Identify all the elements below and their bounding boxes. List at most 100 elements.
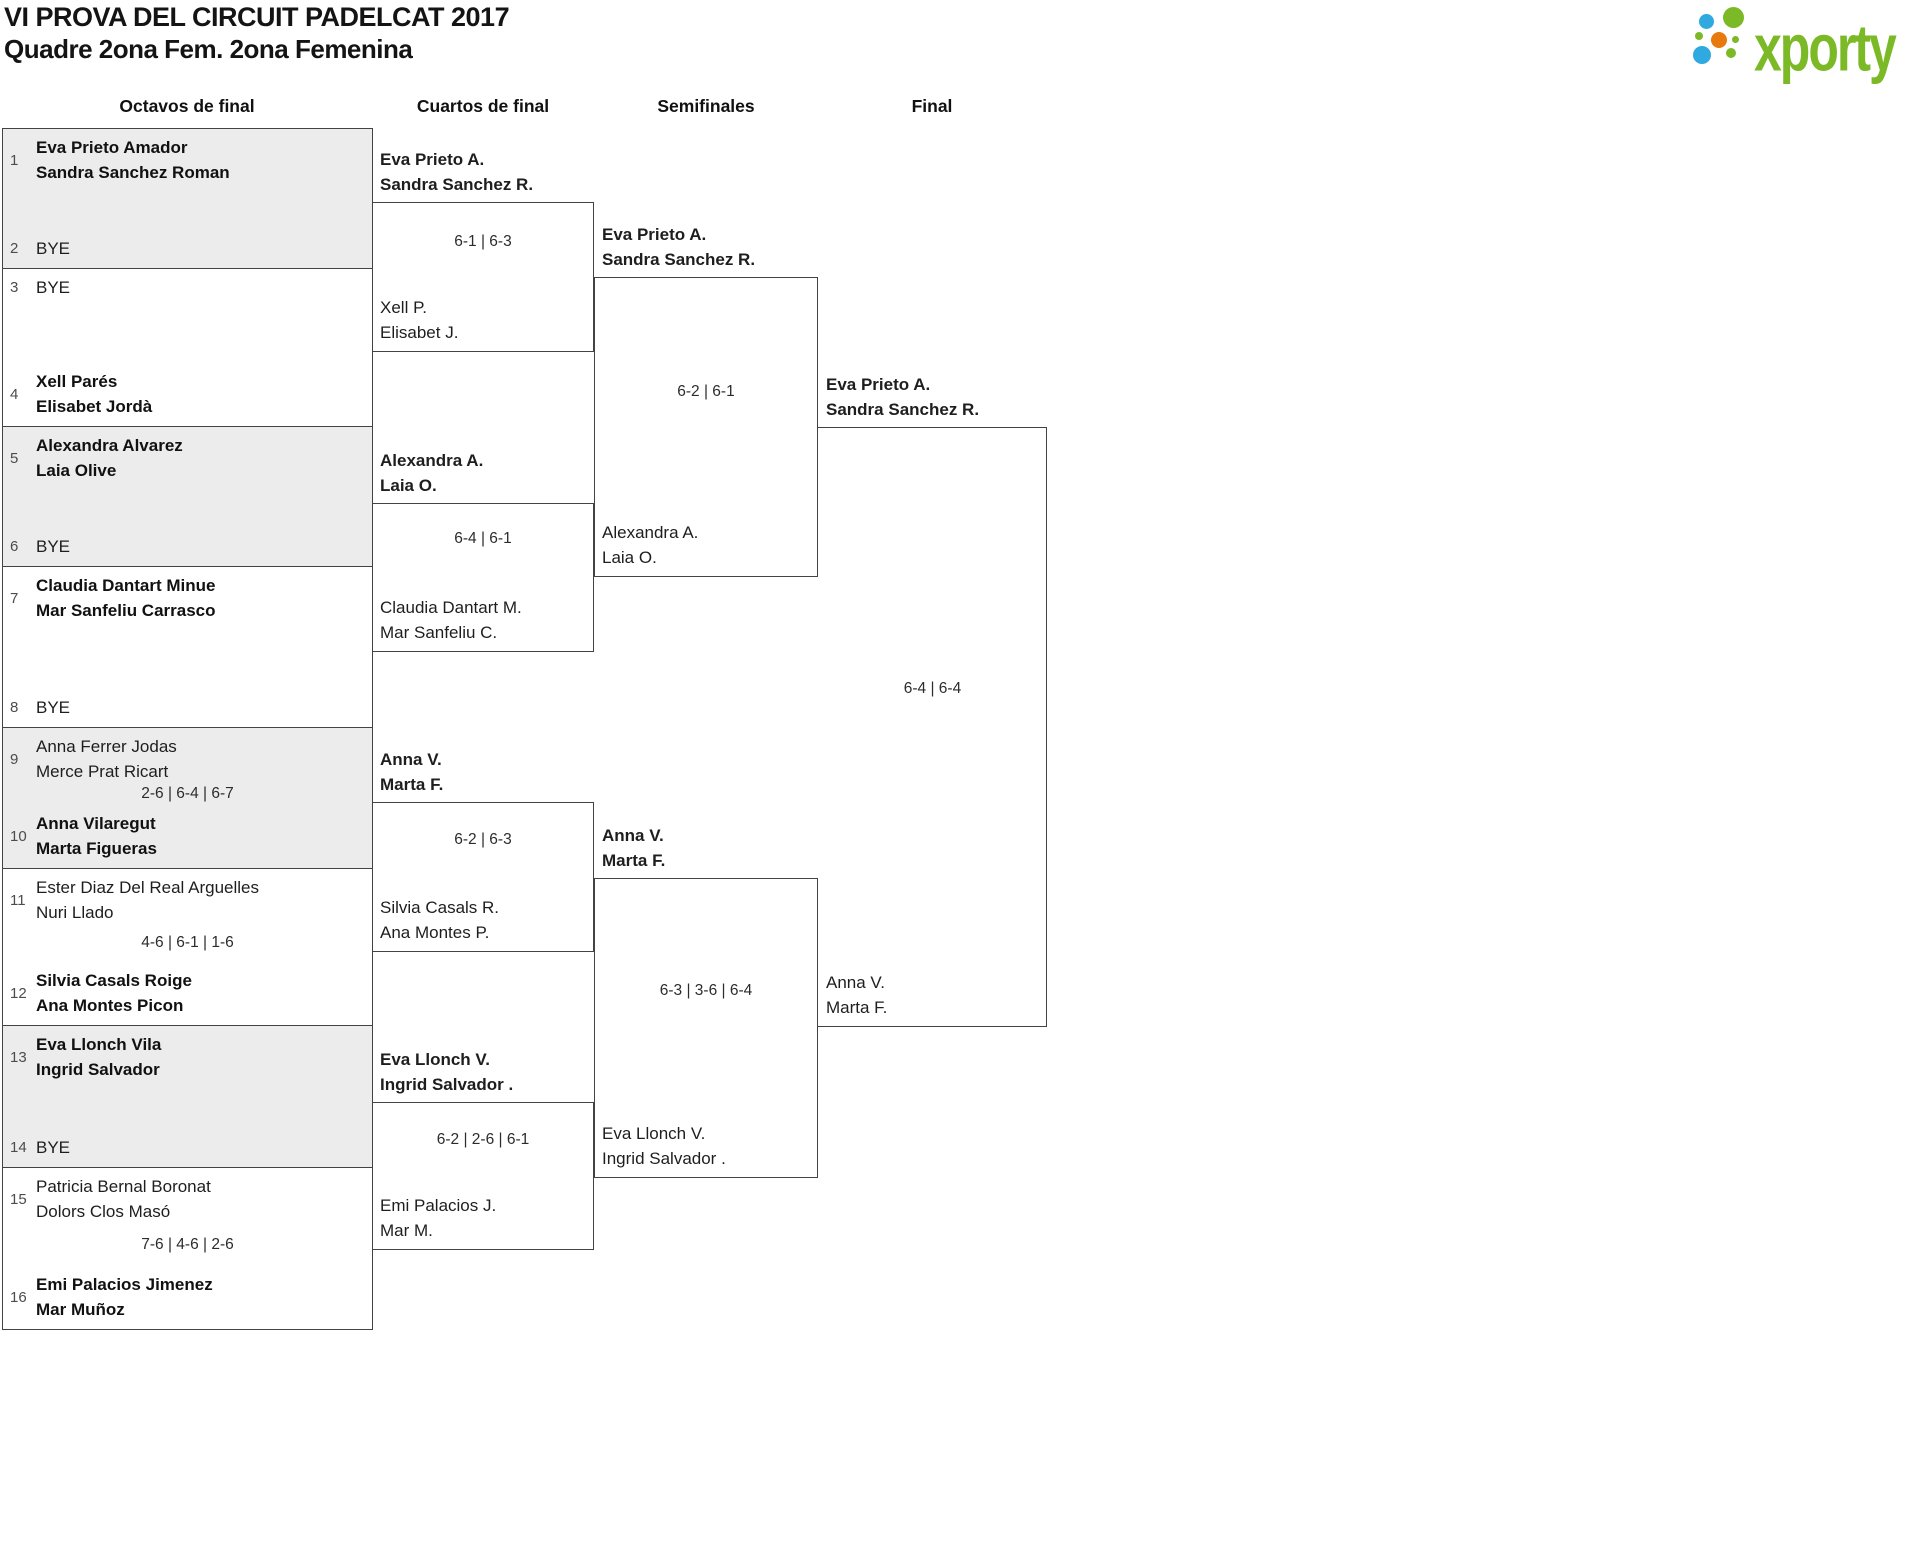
qf1-winner: Eva Prieto A.Sandra Sanchez R. [380, 150, 534, 194]
logo-dot-green-large [1723, 7, 1744, 28]
sf2-winner: Anna V.Marta F. [602, 826, 666, 870]
bracket-entry-6: 6 BYE [10, 534, 365, 559]
sf1-score: 6-2 | 6-1 [677, 383, 735, 400]
qf2-winner: Alexandra A.Laia O. [380, 451, 484, 495]
team-names: BYE [36, 239, 71, 258]
logo-dot-blue-large [1693, 46, 1711, 64]
qf4-winner: Eva Llonch V.Ingrid Salvador . [380, 1050, 514, 1094]
qf4-score: 6-2 | 2-6 | 6-1 [436, 1131, 530, 1148]
sf1-loser: Alexandra A.Laia O. [602, 523, 699, 567]
logo-dot-green-tiny-1 [1695, 32, 1703, 40]
seed-number: 14 [10, 1139, 27, 1156]
logo-dot-blue-small [1699, 14, 1714, 29]
qf4-box [372, 1102, 594, 1250]
bracket-entry-3: 3 BYE [10, 275, 365, 300]
match-score: 2-6 | 6-4 | 6-7 [141, 785, 234, 802]
seed-number: 3 [10, 279, 19, 296]
seed-number: 1 [10, 151, 19, 169]
sf2-score: 6-3 | 3-6 | 6-4 [659, 982, 753, 999]
round-header-final: Final [911, 96, 953, 116]
seed-number: 13 [10, 1048, 27, 1066]
final-box [818, 427, 1047, 1027]
seed-number: 6 [10, 538, 19, 555]
page-title: VI PROVA DEL CIRCUIT PADELCAT 2017 [4, 2, 510, 32]
qf3-score: 6-2 | 6-3 [454, 831, 512, 848]
bracket-entry-2: 2 BYE [10, 236, 365, 261]
qf3-winner: Anna V.Marta F. [380, 750, 444, 794]
seed-number: 8 [10, 699, 19, 716]
round-header-cuartos: Cuartos de final [416, 96, 550, 116]
sf2-box [594, 878, 818, 1178]
qf1-score: 6-1 | 6-3 [454, 233, 512, 250]
qf3-box [372, 802, 594, 952]
logo-dot-orange [1711, 32, 1727, 48]
qf1-loser: Xell P.Elisabet J. [380, 298, 459, 342]
logo-dot-green-mid [1726, 48, 1736, 58]
logo-dot-green-tiny-2 [1732, 36, 1739, 43]
team-names: BYE [36, 1138, 71, 1157]
sf1-winner: Eva Prieto A.Sandra Sanchez R. [602, 225, 756, 269]
page-subtitle: Quadre 2ona Fem. 2ona Femenina [4, 34, 413, 64]
final-loser: Anna V.Marta F. [826, 973, 888, 1017]
seed-number: 11 [10, 891, 26, 909]
qf4-loser: Emi Palacios J.Mar M. [380, 1196, 497, 1240]
seed-number: 10 [10, 827, 27, 845]
team-names: BYE [36, 278, 71, 297]
final-score: 6-4 | 6-4 [903, 680, 962, 697]
round-header-octavos: Octavos de final [119, 96, 255, 116]
qf2-box [372, 503, 594, 652]
team-names: BYE [36, 537, 71, 556]
seed-number: 16 [10, 1288, 27, 1306]
seed-number: 15 [10, 1190, 27, 1208]
match-score: 7-6 | 4-6 | 2-6 [141, 1235, 234, 1253]
seed-number: 4 [10, 385, 19, 403]
seed-number: 2 [10, 240, 19, 257]
bracket-entry-8: 8 BYE [10, 695, 365, 720]
bracket-entry-14: 14 BYE [10, 1135, 365, 1160]
qf2-score: 6-4 | 6-1 [454, 530, 512, 547]
seed-number: 9 [10, 750, 19, 768]
round-header-semifinales: Semifinales [657, 96, 755, 116]
match-score: 4-6 | 6-1 | 1-6 [141, 934, 234, 951]
seed-number: 12 [10, 984, 27, 1002]
seed-number: 7 [10, 589, 19, 607]
logo-wordmark: xporty [1754, 11, 1897, 86]
sf1-box [594, 277, 818, 577]
seed-number: 5 [10, 449, 19, 467]
xporty-logo[interactable]: xporty [1686, 2, 1916, 88]
qf1-box [372, 202, 594, 352]
team-names: BYE [36, 698, 71, 717]
sf2-loser: Eva Llonch V.Ingrid Salvador . [602, 1124, 726, 1168]
